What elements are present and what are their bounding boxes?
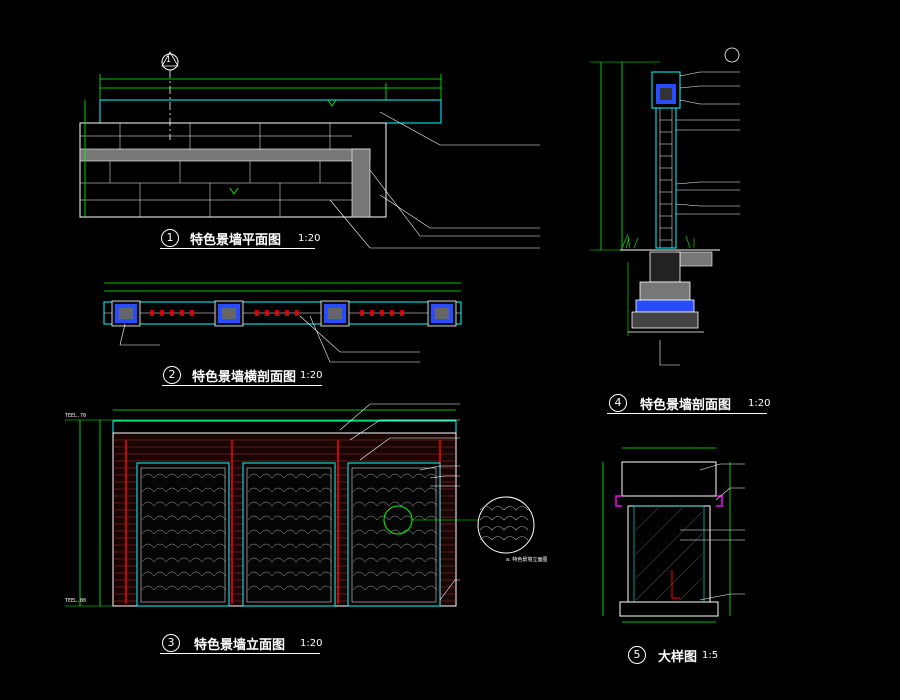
view-title-5: 大样图 [658, 650, 698, 665]
section-marker-label: 1 [166, 55, 172, 64]
view-underline-4 [607, 413, 767, 414]
view-scale-4: 1:20 [748, 398, 771, 409]
view-title-4: 特色景墙剖面图 [640, 398, 732, 413]
view-underline-1 [160, 248, 315, 249]
view-number-4: 4 [609, 394, 627, 412]
view-number-5: 5 [628, 646, 646, 664]
view-number-2: 2 [163, 366, 181, 384]
view-scale-2: 1:20 [300, 370, 323, 381]
level-label-top: TEEL.70 [65, 413, 87, 419]
view-underline-3 [160, 653, 320, 654]
view-scale-1: 1:20 [298, 233, 321, 244]
view-2-section [103, 282, 462, 363]
view-title-3: 特色景墙立面图 [194, 638, 286, 653]
view-scale-3: 1:20 [300, 638, 323, 649]
view-1-plan [79, 51, 540, 249]
view-3-elevation [65, 403, 535, 607]
detail-note: a: 特色景墙立面图 [506, 557, 548, 563]
level-label-ground: TEEL.00 [65, 598, 87, 604]
view-underline-2 [162, 385, 322, 386]
view-title-2: 特色景墙横剖面图 [192, 370, 297, 385]
view-4-section [590, 47, 740, 366]
view-title-1: 特色景墙平面图 [190, 233, 282, 248]
view-number-1: 1 [161, 229, 179, 247]
view-scale-5: 1:5 [702, 650, 719, 661]
view-5-detail [602, 447, 745, 623]
view-number-3: 3 [162, 634, 180, 652]
